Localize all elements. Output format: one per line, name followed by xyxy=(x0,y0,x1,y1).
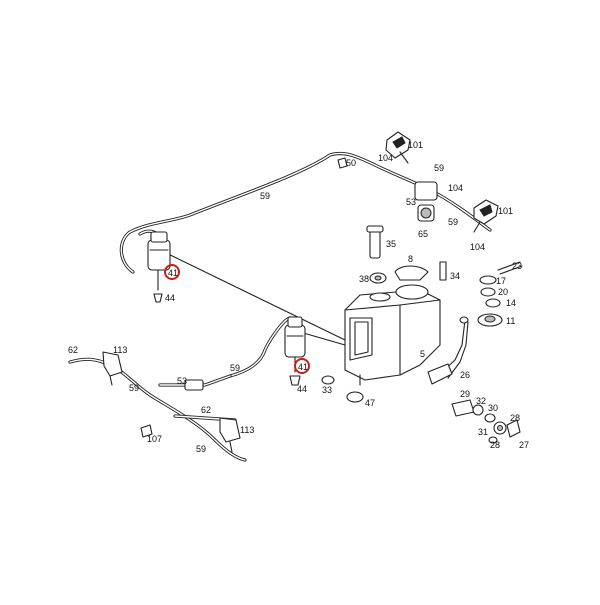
label-104-upper: 104 xyxy=(378,153,393,163)
hose-lower-run xyxy=(68,357,247,462)
pump-left xyxy=(147,231,171,303)
label-33: 33 xyxy=(322,385,332,395)
label-62-left: 62 xyxy=(68,345,78,355)
label-101-upper: 101 xyxy=(408,140,423,150)
label-26: 26 xyxy=(460,370,470,380)
label-41-upper: 41 xyxy=(168,268,178,278)
label-14: 14 xyxy=(506,298,516,308)
callout-41-lower xyxy=(294,358,310,374)
label-59-lower-right: 59 xyxy=(230,363,240,373)
label-104-mid: 104 xyxy=(448,183,463,193)
label-41-lower: 41 xyxy=(298,362,308,372)
label-44-upper: 44 xyxy=(165,293,175,303)
label-27: 27 xyxy=(519,440,529,450)
clip-23 xyxy=(497,261,523,275)
label-30: 30 xyxy=(488,403,498,413)
label-113-right: 113 xyxy=(240,425,254,435)
label-107: 107 xyxy=(147,434,162,444)
clip-107 xyxy=(140,424,153,438)
label-59-right: 59 xyxy=(448,217,458,227)
grommet-14 xyxy=(485,298,501,308)
label-20: 20 xyxy=(498,287,508,297)
grommet-47 xyxy=(346,391,364,403)
label-31: 31 xyxy=(478,427,488,437)
label-5: 5 xyxy=(420,349,425,359)
grommet-17 xyxy=(479,275,497,285)
label-17: 17 xyxy=(496,276,506,286)
grommet-33 xyxy=(321,375,335,385)
grommet-11 xyxy=(477,313,503,327)
label-53-upper: 53 xyxy=(406,197,416,207)
label-32: 32 xyxy=(476,396,486,406)
bolt-34 xyxy=(439,261,447,281)
label-29: 29 xyxy=(460,389,470,399)
label-113-left: 113 xyxy=(113,345,127,355)
fitting-29-32 xyxy=(451,399,484,417)
fitting-27-28-30-31 xyxy=(484,413,521,444)
nozzle-101-lower xyxy=(473,199,499,233)
wire-left xyxy=(159,249,346,341)
label-38: 38 xyxy=(359,274,369,284)
label-101-lower: 101 xyxy=(498,206,513,216)
label-35: 35 xyxy=(386,239,396,249)
connector-53-lower xyxy=(184,379,204,391)
label-59-lower-left: 59 xyxy=(129,383,139,393)
level-sensor-26 xyxy=(427,316,469,385)
label-65: 65 xyxy=(418,229,428,239)
label-62-right: 62 xyxy=(201,405,211,415)
label-53-lower: 53 xyxy=(177,376,187,386)
label-28-upper: 28 xyxy=(510,413,520,423)
washer-tank xyxy=(344,284,441,386)
label-44-lower: 44 xyxy=(297,384,307,394)
label-47: 47 xyxy=(365,398,375,408)
wire-right xyxy=(299,331,346,346)
grommet-20 xyxy=(480,287,496,297)
part-labels: 101 104 50 59 104 59 53 59 101 104 65 35… xyxy=(68,140,529,454)
nozzle-113-left xyxy=(102,351,123,386)
nozzle-101-upper xyxy=(385,131,411,164)
hose-pump-right-loop xyxy=(228,316,295,378)
grommet-38 xyxy=(369,272,387,284)
label-59-top: 59 xyxy=(434,163,444,173)
label-11: 11 xyxy=(506,316,515,326)
callout-41-upper xyxy=(164,264,180,280)
label-50: 50 xyxy=(346,158,356,168)
label-8: 8 xyxy=(408,254,413,264)
clip-50 xyxy=(337,157,348,169)
cap-8 xyxy=(394,265,429,281)
label-59-bottom: 59 xyxy=(196,444,206,454)
filler-neck-35 xyxy=(366,225,384,259)
nozzle-113-right xyxy=(219,417,241,453)
valve-53-65 xyxy=(414,181,438,222)
pump-right xyxy=(284,316,306,386)
label-28-lower: 28 xyxy=(490,440,500,450)
label-23: 23 xyxy=(512,261,522,271)
label-34: 34 xyxy=(450,271,460,281)
label-59-mid: 59 xyxy=(260,191,270,201)
label-104-lower: 104 xyxy=(470,242,485,252)
